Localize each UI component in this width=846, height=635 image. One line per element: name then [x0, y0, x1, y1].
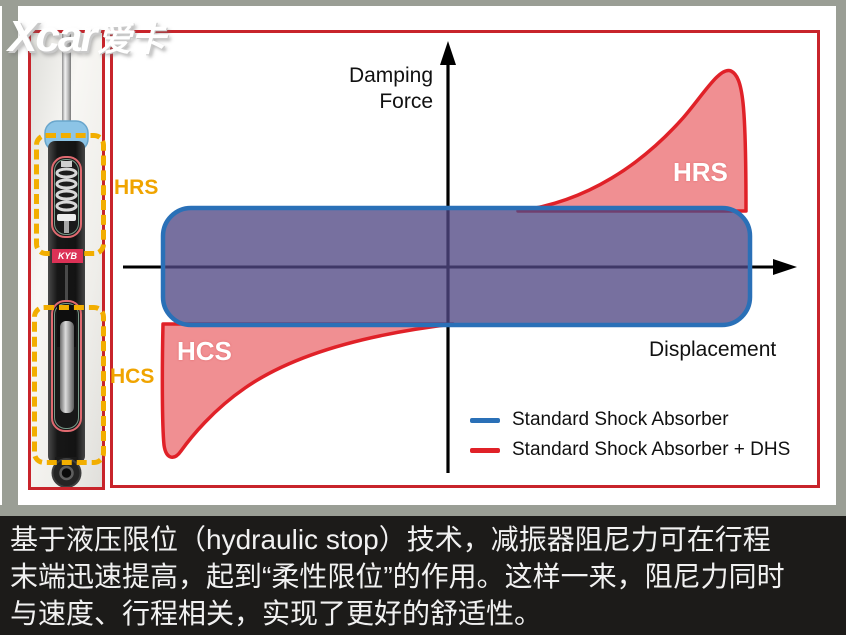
x-axis-label: Displacement: [649, 338, 777, 361]
y-axis-label: Damping Force: [283, 63, 433, 115]
cutaway-inner-line-2: [54, 303, 79, 429]
legend-item-dhs: Standard Shock Absorber + DHS: [470, 435, 790, 465]
chart-canvas: [123, 41, 797, 473]
caption-line-3: 与速度、行程相关，实现了更好的舒适性。: [10, 598, 543, 629]
eyelet-hole: [59, 465, 74, 481]
xcar-logo: Xcar爱卡: [8, 12, 165, 62]
legend-label-standard: Standard Shock Absorber: [512, 409, 729, 430]
xcar-logo-latin: Xcar: [8, 12, 97, 61]
inner-tube: [60, 321, 74, 413]
hcs-highlight-box: [32, 305, 106, 465]
frame-border-right: [836, 6, 846, 506]
hrs-spike-curve: [516, 68, 748, 213]
shock-absorber-illustration: [44, 33, 89, 487]
chart-legend: Standard Shock Absorber Standard Shock A…: [470, 405, 790, 465]
coil-spring: [55, 167, 78, 212]
hcs-photo-label: HCS: [110, 365, 155, 388]
caption-line-2: 末端迅速提高，起到“柔性限位”的作用。这样一来，阻尼力同时: [10, 561, 785, 592]
caption-line-1: 基于液压限位（hydraulic stop）技术，减振器阻尼力可在行程: [10, 524, 771, 555]
shock-absorber-photo: KYB: [28, 30, 106, 490]
frame-border-bottom: [0, 505, 846, 516]
y-axis-label-line1: Damping: [348, 64, 433, 87]
hrs-photo-label: HRS: [114, 176, 159, 199]
y-axis-arrow-icon: [440, 41, 456, 65]
caption-bar: 基于液压限位（hydraulic stop）技术，减振器阻尼力可在行程 末端迅速…: [0, 516, 846, 635]
legend-label-dhs: Standard Shock Absorber + DHS: [512, 439, 791, 460]
hrs-highlight-box: [34, 133, 106, 256]
piston-stem: [64, 221, 69, 233]
hcs-spike-curve: [160, 322, 455, 459]
damping-force-chart: Damping Force Displacement HRS HCS Stand…: [110, 30, 820, 488]
kyb-brand-badge: KYB: [52, 249, 83, 263]
x-axis-arrow-icon: [773, 259, 797, 275]
frame-border-top: [0, 0, 846, 6]
spring-seat: [61, 161, 72, 167]
cutaway-inner-line: [54, 159, 79, 235]
legend-item-standard: Standard Shock Absorber: [470, 405, 790, 435]
hysteresis-loop: [160, 205, 753, 328]
y-axis-label-line2: Force: [379, 90, 433, 113]
piston-rod: [62, 33, 71, 141]
piston-head: [57, 214, 76, 221]
hrs-region-label: HRS: [673, 157, 728, 187]
hcs-region-label: HCS: [177, 336, 232, 366]
legend-line-red-icon: [470, 447, 500, 453]
rod-shadow-line: [65, 265, 68, 301]
xcar-logo-cjk: 爱卡: [97, 21, 166, 59]
frame-border-left: [2, 6, 18, 506]
legend-line-blue-icon: [470, 417, 500, 423]
